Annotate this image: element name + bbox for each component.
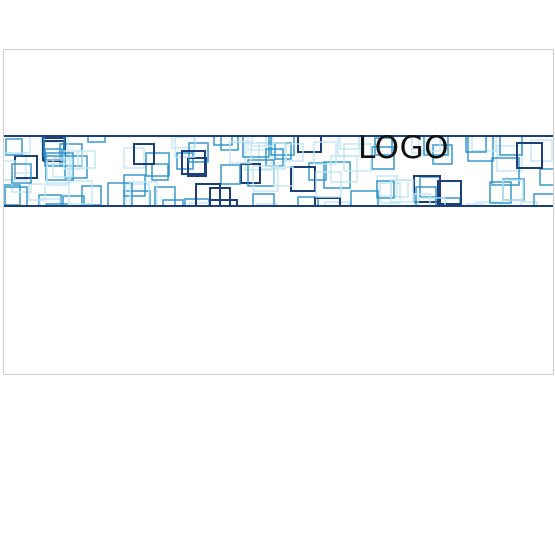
- pattern-square: [252, 193, 275, 207]
- pattern-square: [337, 135, 361, 157]
- pattern-square: [123, 190, 151, 207]
- pattern-square: [240, 163, 261, 184]
- pattern-square: [154, 186, 176, 207]
- pattern-square: [413, 175, 441, 203]
- pattern-square: [107, 182, 133, 207]
- pattern-square: [45, 152, 74, 181]
- pattern-square: [195, 183, 221, 207]
- pattern-square: [323, 161, 351, 189]
- pattern-square: [520, 201, 538, 207]
- card: LOGO: [3, 49, 554, 375]
- pattern-square: [313, 141, 337, 165]
- pattern-square: [77, 150, 96, 169]
- pattern-square: [209, 199, 238, 207]
- pattern-square: [413, 193, 431, 207]
- pattern-square: [415, 186, 437, 207]
- pattern-square: [123, 174, 146, 197]
- pattern-square: [491, 157, 520, 186]
- pattern-square: [188, 142, 209, 163]
- pattern-square: [465, 135, 487, 153]
- pattern-square: [516, 142, 543, 169]
- pattern-square: [371, 146, 395, 170]
- pattern-square: [229, 141, 252, 164]
- pattern-square: [209, 187, 231, 207]
- pattern-square: [258, 142, 286, 170]
- pattern-square: [64, 155, 88, 179]
- pattern-square: [411, 135, 431, 154]
- pattern-square: [220, 164, 241, 185]
- pattern-square: [46, 163, 69, 186]
- pattern-square: [68, 180, 93, 205]
- pattern-square: [285, 143, 304, 162]
- pattern-square: [5, 138, 23, 156]
- pattern-square: [133, 143, 155, 165]
- pattern-square: [4, 160, 16, 181]
- pattern-square: [28, 183, 46, 201]
- pattern-square: [39, 198, 61, 207]
- pattern-square: [87, 135, 106, 143]
- pattern-square: [176, 152, 194, 170]
- pattern-square: [471, 135, 497, 152]
- pattern-square: [339, 135, 360, 150]
- pattern-band: [4, 135, 553, 207]
- pattern-square: [324, 201, 350, 207]
- pattern-square: [437, 180, 462, 205]
- pattern-square: [4, 135, 31, 154]
- pattern-square: [499, 135, 523, 156]
- pattern-square: [247, 135, 267, 151]
- pattern-square: [256, 203, 278, 207]
- pattern-square: [350, 190, 379, 207]
- pattern-square: [417, 197, 446, 207]
- pattern-square: [390, 179, 414, 203]
- pattern-square: [466, 203, 484, 207]
- pattern-square: [374, 137, 393, 156]
- pattern-square: [52, 157, 73, 178]
- pattern-square: [423, 135, 449, 156]
- pattern-square: [252, 165, 279, 192]
- pattern-square: [502, 179, 524, 201]
- pattern-square: [539, 168, 553, 186]
- pattern-square: [129, 181, 158, 207]
- square-pattern: [4, 135, 553, 207]
- pattern-square: [489, 181, 512, 204]
- pattern-square: [379, 182, 401, 204]
- pattern-square: [242, 135, 270, 158]
- pattern-square: [45, 203, 68, 207]
- pattern-square: [273, 166, 294, 187]
- pattern-square: [435, 197, 461, 207]
- pattern-square: [4, 186, 28, 207]
- pattern-square: [297, 135, 322, 153]
- pattern-square: [343, 143, 372, 172]
- pattern-square: [314, 197, 341, 207]
- pattern-square: [475, 201, 502, 207]
- pattern-square: [418, 135, 441, 152]
- pattern-square: [297, 196, 319, 207]
- pattern-square: [189, 202, 211, 207]
- pattern-square: [315, 171, 342, 198]
- pattern-square: [174, 136, 196, 158]
- pattern-square: [376, 180, 395, 199]
- logo-text: LOGO: [358, 130, 449, 166]
- pattern-square: [151, 163, 169, 181]
- pattern-square: [181, 150, 206, 175]
- pattern-square: [11, 163, 32, 184]
- pattern-square: [162, 199, 184, 207]
- pattern-square: [290, 166, 316, 192]
